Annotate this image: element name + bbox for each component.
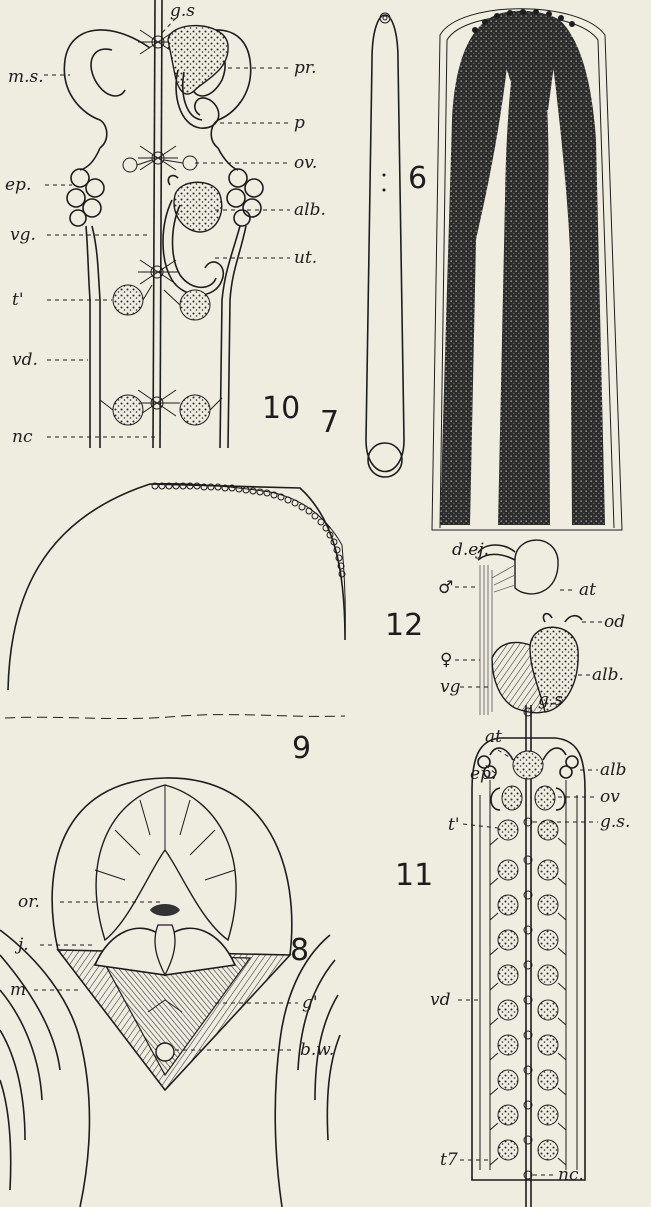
label-ep: ep. bbox=[5, 175, 31, 195]
figure-number-9: 9 bbox=[292, 731, 311, 766]
label-vg: vg. bbox=[10, 225, 36, 245]
label-or: or. bbox=[18, 892, 40, 912]
label-alb: alb bbox=[600, 760, 626, 780]
figure-number-8: 8 bbox=[290, 933, 309, 968]
figure-7: 7 bbox=[320, 13, 404, 477]
figure-number-6: 6 bbox=[408, 161, 427, 196]
label-vg: vg bbox=[440, 677, 461, 697]
figure-9: 9 bbox=[5, 483, 345, 766]
label-pr: pr. bbox=[294, 58, 317, 78]
label-at: at bbox=[579, 580, 596, 600]
label-t1: t' bbox=[12, 290, 24, 310]
label-ut: ut. bbox=[294, 248, 317, 268]
figure-number-7: 7 bbox=[320, 405, 339, 440]
label-ov: ov. bbox=[294, 153, 317, 173]
label-alb: alb. bbox=[294, 200, 326, 220]
label-m-s: m.s. bbox=[8, 67, 44, 87]
label-t1: t' bbox=[448, 815, 460, 835]
label-ov: ov bbox=[600, 787, 620, 807]
figure-number-10: 10 bbox=[262, 391, 300, 426]
label-t7: t7 bbox=[440, 1150, 458, 1170]
label-d-ej: d.ej. bbox=[452, 540, 489, 560]
figure-6: 6 bbox=[408, 9, 622, 530]
label-at: at bbox=[485, 727, 502, 747]
label-nc: nc. bbox=[558, 1165, 584, 1185]
label-p: p bbox=[294, 113, 305, 133]
label-vd: vd. bbox=[12, 350, 38, 370]
label-g-s: g.s bbox=[170, 1, 195, 21]
label-male: ♂ bbox=[438, 578, 453, 598]
figure-12: d.ej. ♂ at od ♀ vg alb. 12 bbox=[385, 540, 625, 715]
label-g1: g' bbox=[302, 993, 318, 1013]
label-j: j. bbox=[14, 935, 29, 955]
figure-11: g.s at ep. alb ov t' g.s. vd t7 nc. 11 bbox=[395, 690, 630, 1207]
label-bw: b.w. bbox=[300, 1040, 334, 1060]
label-ep: ep. bbox=[470, 764, 496, 784]
figure-number-12: 12 bbox=[385, 608, 423, 643]
figure-8: or. j. m g' b.w. 8 bbox=[0, 778, 340, 1207]
figure-number-11: 11 bbox=[395, 858, 433, 893]
label-vd: vd bbox=[430, 990, 451, 1010]
label-g-s-2: g.s. bbox=[600, 812, 630, 832]
label-nc: nc bbox=[12, 427, 33, 447]
label-g-s: g.s bbox=[538, 690, 563, 710]
label-female: ♀ bbox=[440, 650, 452, 670]
label-alb: alb. bbox=[592, 665, 624, 685]
label-m: m bbox=[10, 980, 26, 1000]
label-od: od bbox=[604, 612, 625, 632]
figure-10: g.s m.s. pr. p ov. ep. alb. vg. ut. t' v… bbox=[5, 0, 326, 448]
